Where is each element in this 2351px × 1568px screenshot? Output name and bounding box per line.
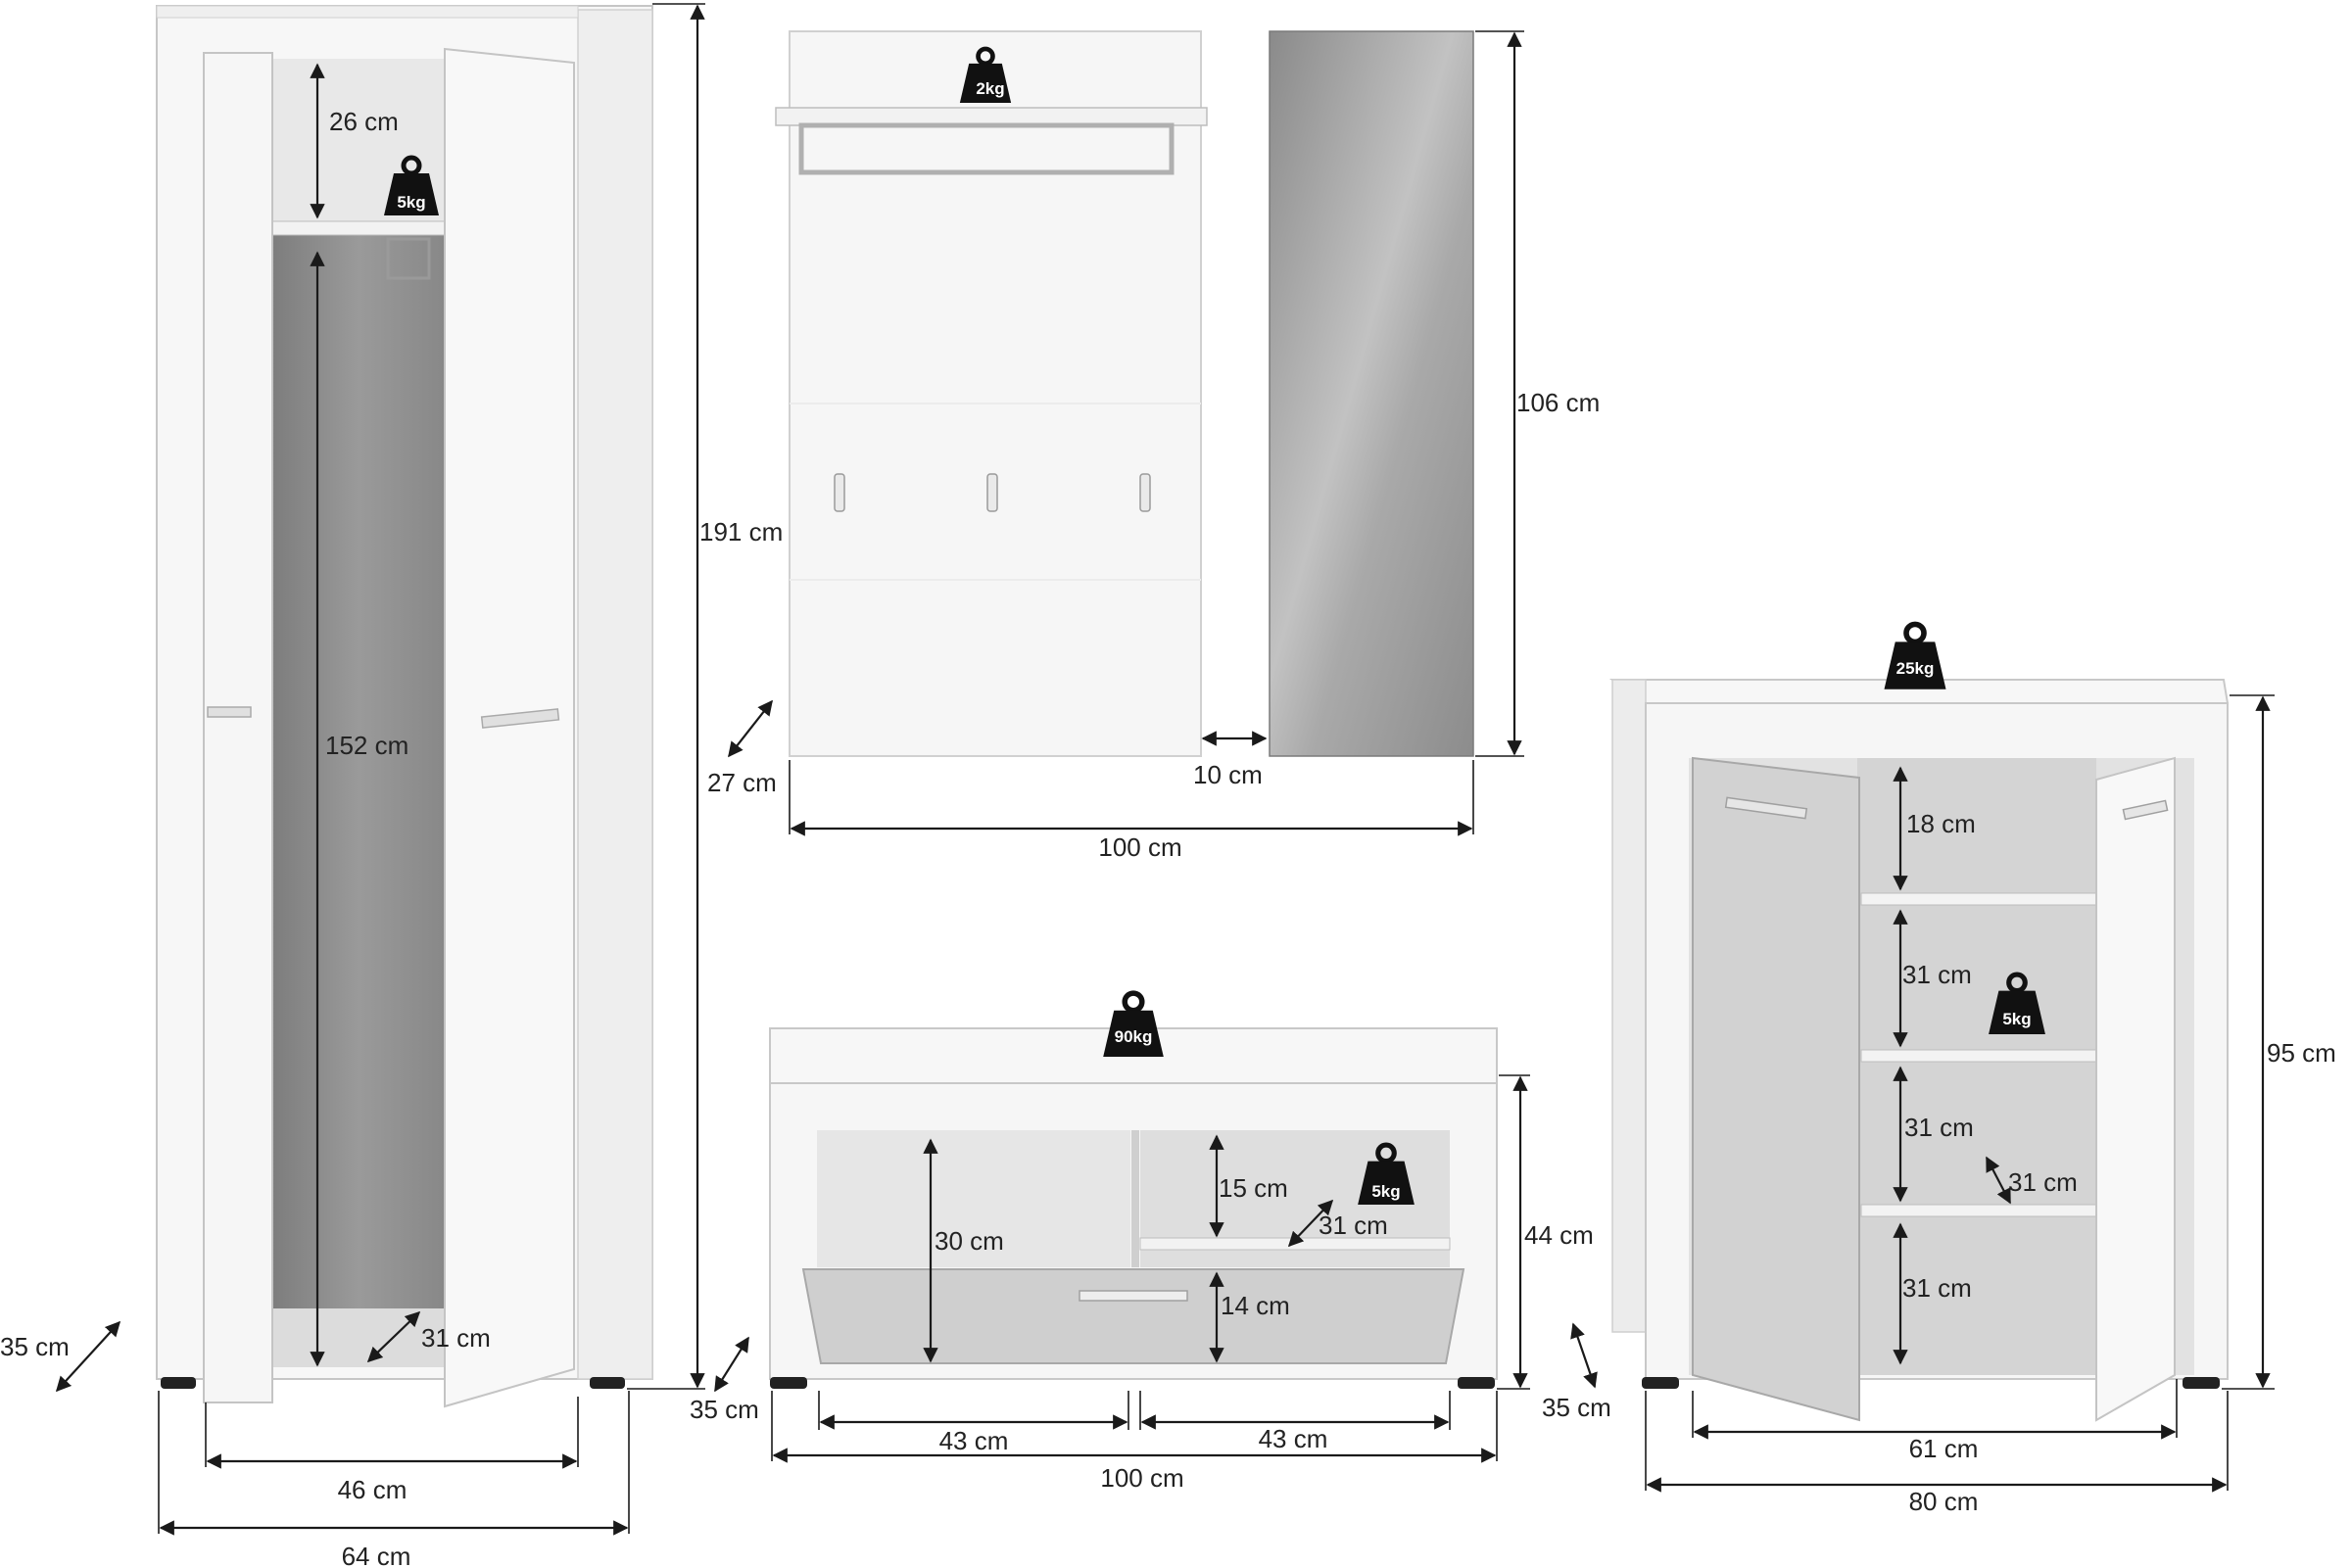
shoe-cabinet: 25kg 18 cm 31 cm 5kg 31 cm 31 cm 31 cm 9… (1542, 624, 2336, 1516)
wardrobe-depth-arrow (55, 1320, 121, 1393)
gap-label: 10 cm (1193, 760, 1263, 789)
cabinet-shelf-load-label: 5kg (2002, 1010, 2031, 1028)
coat-hook-1 (834, 473, 845, 512)
cabinet-foot-left (1642, 1377, 1679, 1389)
inner-width-label: 46 cm (338, 1475, 408, 1504)
weight-icon (1103, 993, 1164, 1057)
space-1-label: 18 cm (1906, 809, 1976, 838)
panel-board (789, 30, 1202, 757)
rail-load-label: 5kg (397, 193, 425, 212)
top-load-label: 25kg (1896, 659, 1935, 678)
mirror: 106 cm (1269, 30, 1600, 757)
wardrobe-top (156, 5, 579, 19)
coat-panel: 2kg 27 cm 10 cm 100 cm (707, 30, 1474, 862)
bench-depth-label: 35 cm (690, 1395, 759, 1424)
bench-drawer-handle (1079, 1290, 1188, 1302)
cabinet-left-handle (1724, 796, 1808, 820)
mirror-glass (1269, 30, 1474, 757)
bench: 90kg 30 cm 15 cm 5kg 31 cm 14 cm 44 cm 3… (690, 993, 1594, 1493)
open-height-label: 30 cm (935, 1226, 1004, 1256)
cabinet-height-label: 95 cm (2267, 1038, 2336, 1068)
bench-load-label: 90kg (1115, 1027, 1153, 1046)
bench-drawer-flap (801, 1268, 1465, 1364)
bench-shelf-depth-label: 31 cm (1319, 1211, 1388, 1240)
weight-icon (1885, 624, 1946, 689)
wardrobe-side-panel (577, 9, 653, 1380)
space-3-label: 31 cm (1904, 1113, 1974, 1142)
cabinet-shelf-depth-arrow (1986, 1156, 2011, 1205)
wardrobe-right-handle (480, 708, 560, 729)
wardrobe: 5kg 26 cm 152 cm 31 cm 35 cm 46 cm 64 cm… (0, 3, 783, 1568)
coat-hook-3 (1139, 473, 1151, 512)
bench-depth-arrow (714, 1336, 749, 1393)
cabinet-shelf-1 (1860, 892, 2097, 906)
bench-shelf-depth-arrow (1287, 1199, 1334, 1248)
cabinet-side (1611, 679, 1647, 1333)
shelf-depth-label: 31 cm (421, 1323, 491, 1353)
cabinet-right-door (2095, 756, 2176, 1422)
shelf-space-label: 15 cm (1219, 1173, 1288, 1203)
hanging-space-label: 152 cm (325, 731, 408, 760)
bench-shelf-load-label: 5kg (1371, 1182, 1400, 1201)
bench-width-label: 100 cm (1100, 1463, 1183, 1493)
wardrobe-hat-shelf (271, 220, 446, 236)
wardrobe-foot-right (590, 1377, 625, 1389)
drawer-height-label: 14 cm (1221, 1291, 1290, 1320)
panel-depth-arrow (728, 699, 773, 758)
top-space-label: 26 cm (329, 107, 399, 136)
coat-hook-2 (986, 473, 998, 512)
wardrobe-bottom (272, 1308, 445, 1367)
cabinet-shelf-2 (1860, 1049, 2097, 1063)
cabinet-depth-arrow (1570, 1322, 1598, 1389)
wardrobe-left-handle (207, 706, 252, 718)
bench-height-label: 44 cm (1524, 1220, 1594, 1250)
space-2-label: 31 cm (1902, 960, 1972, 989)
cabinet-inner-width-label: 61 cm (1909, 1434, 1979, 1463)
wardrobe-foot-left (161, 1377, 196, 1389)
hat-shelf-rail (798, 122, 1175, 175)
wardrobe-interior (272, 59, 445, 1367)
space-4-label: 31 cm (1902, 1273, 1972, 1303)
right-width-label: 43 cm (1259, 1424, 1328, 1453)
cabinet-width-label: 80 cm (1909, 1487, 1979, 1516)
cabinet-left-door (1692, 756, 1860, 1422)
height-label: 191 cm (699, 517, 783, 546)
bench-foot-right (1458, 1377, 1495, 1389)
bench-left-compartment (817, 1130, 1130, 1267)
wardrobe-depth-label: 35 cm (0, 1332, 70, 1361)
clothes-rail (386, 237, 431, 280)
wardrobe-right-door (444, 47, 575, 1408)
hat-shelf (775, 107, 1208, 126)
cabinet-shelf-depth-label: 31 cm (2008, 1167, 2078, 1197)
cabinet-shelf-3 (1860, 1204, 2097, 1217)
panel-depth-label: 27 cm (707, 768, 777, 797)
wardrobe-left-door (203, 52, 273, 1403)
left-width-label: 43 cm (939, 1426, 1009, 1455)
cabinet-depth-label: 35 cm (1542, 1393, 1611, 1422)
cabinet-right-handle (2122, 799, 2169, 821)
bench-foot-left (770, 1377, 807, 1389)
cabinet-foot-right (2183, 1377, 2220, 1389)
shelf-depth-arrow (366, 1310, 421, 1363)
total-width-label: 100 cm (1098, 832, 1181, 862)
shelf-load-label: 2kg (976, 79, 1004, 98)
mirror-height-label: 106 cm (1516, 388, 1600, 417)
width-label: 64 cm (342, 1542, 411, 1568)
cabinet-back (1857, 758, 2096, 1375)
